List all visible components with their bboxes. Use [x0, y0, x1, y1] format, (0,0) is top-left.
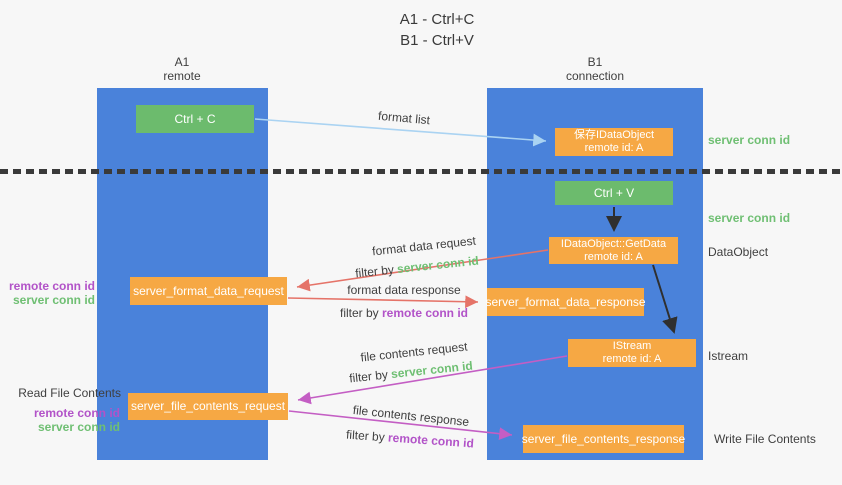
- dashed-divider: [0, 169, 842, 174]
- getdata-line1: IDataObject::GetData: [560, 237, 667, 250]
- node-server-format-data-response: server_format_data_response: [485, 288, 646, 316]
- file-request-label: server_file_contents_request: [130, 399, 286, 413]
- filter-by-text: filter by: [354, 262, 398, 281]
- node-server-format-data-request: server_format_data_request: [130, 277, 287, 305]
- label-group-left-bottom: remote conn id server conn id: [34, 406, 120, 434]
- ctrl-c-label: Ctrl + C: [174, 111, 216, 126]
- arrow-format-data-response: [287, 295, 479, 309]
- label-file-contents-response: file contents response: [352, 402, 470, 430]
- node-server-file-contents-request: server_file_contents_request: [128, 393, 288, 420]
- server-conn-id-text: server conn id: [390, 358, 474, 382]
- format-response-label: server_format_data_response: [485, 294, 646, 309]
- file-response-label: server_file_contents_response: [521, 431, 686, 446]
- istream-line1: IStream: [612, 340, 652, 352]
- filter-by-text: filter by: [348, 367, 392, 386]
- column-a1-subtitle: remote: [163, 69, 201, 83]
- format-request-label: server_format_data_request: [133, 283, 284, 298]
- column-a1-name: A1: [174, 55, 190, 69]
- title-line-b1: B1 - Ctrl+V: [400, 32, 474, 49]
- column-header-b1: B1 connection: [566, 55, 624, 83]
- label-server-conn-id-left-bottom: server conn id: [37, 420, 120, 434]
- node-save-idataobject: 保存IDataObject remote id: A: [555, 128, 673, 156]
- label-dataobject: DataObject: [708, 245, 769, 259]
- column-b1-name: B1: [587, 55, 603, 69]
- save-idataobject-line2: remote id: A: [584, 142, 644, 154]
- remote-conn-id-text: remote conn id: [387, 430, 475, 451]
- label-server-conn-id-right-top: server conn id: [708, 133, 791, 147]
- label-remote-conn-id-left-mid: remote conn id: [8, 279, 95, 293]
- server-conn-id-text: server conn id: [396, 253, 480, 277]
- label-filter-by-remote-conn-2: filter by remote conn id: [346, 428, 475, 451]
- istream-line2: remote id: A: [602, 353, 662, 365]
- filter-by-text: filter by: [345, 427, 389, 445]
- remote-conn-id-text: remote conn id: [382, 306, 469, 320]
- save-idataobject-line1: 保存IDataObject: [573, 129, 655, 141]
- node-ctrl-c: Ctrl + C: [136, 105, 254, 133]
- ctrl-v-label: Ctrl + V: [593, 185, 635, 200]
- label-server-conn-id-right-mid: server conn id: [708, 211, 791, 225]
- label-remote-conn-id-left-bottom: remote conn id: [33, 406, 120, 420]
- title-line-a1: A1 - Ctrl+C: [399, 11, 475, 28]
- filter-by-text: filter by: [339, 306, 382, 320]
- node-istream: IStream remote id: A: [568, 339, 696, 367]
- label-filter-by-remote-conn-1: filter by remote conn id: [340, 306, 468, 320]
- label-server-conn-id-left-mid: server conn id: [12, 293, 95, 307]
- label-istream: Istream: [708, 349, 749, 363]
- label-group-left-mid: remote conn id server conn id: [9, 279, 95, 307]
- label-format-data-response: format data response: [347, 283, 461, 297]
- node-idataobject-getdata: IDataObject::GetData remote id: A: [549, 237, 678, 264]
- label-read-file-contents: Read File Contents: [18, 386, 121, 400]
- label-write-file-contents: Write File Contents: [714, 432, 816, 446]
- label-format-list: format list: [377, 108, 431, 128]
- node-server-file-contents-response: server_file_contents_response: [521, 425, 686, 453]
- diagram-title: A1 - Ctrl+C B1 - Ctrl+V: [400, 9, 475, 51]
- node-ctrl-v: Ctrl + V: [555, 181, 673, 205]
- column-header-a1: A1 remote: [163, 55, 200, 83]
- column-b1-subtitle: connection: [565, 69, 625, 83]
- getdata-line2: remote id: A: [584, 250, 643, 263]
